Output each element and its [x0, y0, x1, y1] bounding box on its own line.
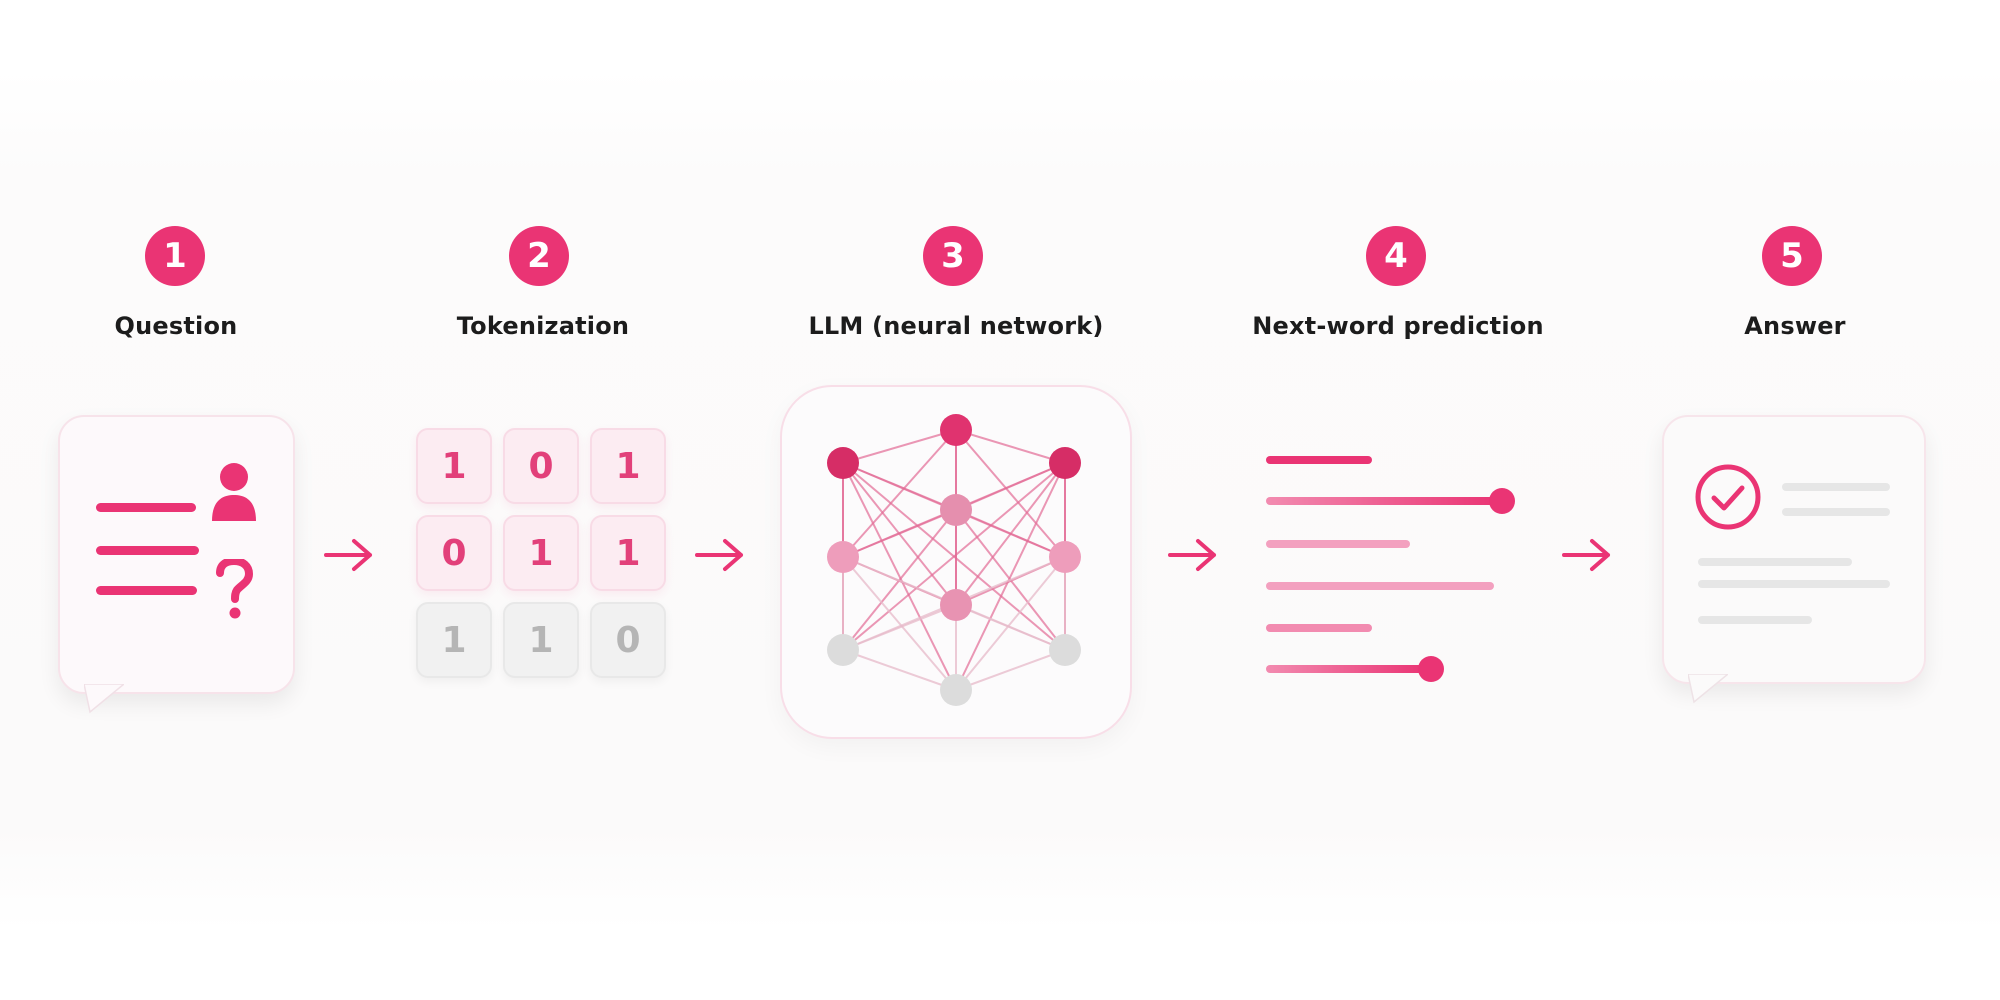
network-node [940, 589, 972, 621]
answer-line [1698, 616, 1812, 624]
network-node [1049, 634, 1081, 666]
bubble-tail [84, 684, 124, 714]
arrow-icon-4 [1562, 539, 1610, 571]
network-node [827, 447, 859, 479]
answer-line [1782, 483, 1890, 491]
network-connection [842, 462, 957, 691]
token-cell: 0 [416, 515, 492, 591]
user-icon [212, 463, 256, 521]
network-connection [955, 429, 1066, 558]
token-cell: 1 [503, 602, 579, 678]
prediction-bar [1266, 582, 1494, 590]
prediction-bars-icon [1266, 456, 1515, 682]
answer-line [1698, 580, 1890, 588]
network-connection [955, 509, 1066, 558]
arrow-icon-2 [695, 539, 743, 571]
text-line-2 [96, 546, 199, 555]
token-cell: 1 [590, 428, 666, 504]
prediction-bar [1266, 497, 1498, 505]
answer-line [1782, 508, 1890, 516]
prediction-bar-knob [1489, 488, 1515, 514]
prediction-bar [1266, 540, 1410, 548]
network-connection [842, 429, 957, 464]
token-cell: 1 [416, 602, 492, 678]
network-node [1049, 447, 1081, 479]
token-cell: 1 [590, 515, 666, 591]
step-2-title: Tokenization [456, 312, 630, 340]
network-connection [955, 429, 1066, 464]
step-3-title: LLM (neural network) [808, 312, 1104, 340]
token-grid-icon: 1 0 1 0 1 1 1 1 0 [416, 428, 666, 678]
network-connection [955, 649, 1066, 691]
network-connection [842, 556, 957, 691]
network-node [940, 494, 972, 526]
question-mark-icon [216, 559, 254, 619]
token-cell: 1 [503, 515, 579, 591]
arrow-icon-1 [324, 539, 372, 571]
network-connection [842, 462, 1066, 651]
neural-network-icon [827, 414, 1081, 706]
prediction-bar [1266, 456, 1372, 464]
network-node [827, 541, 859, 573]
step-5-title: Answer [1744, 312, 1846, 340]
text-line-3 [96, 586, 197, 595]
network-node [940, 674, 972, 706]
check-circle-icon [1695, 464, 1761, 530]
network-node [940, 414, 972, 446]
network-connection [842, 429, 957, 558]
network-connection [842, 604, 957, 651]
question-bubble-icon [58, 415, 295, 694]
step-4-title: Next-word prediction [1252, 312, 1544, 340]
answer-check-icon [1662, 415, 1926, 684]
network-node [1049, 541, 1081, 573]
network-node [827, 634, 859, 666]
step-2-badge: 2 [509, 226, 569, 286]
network-connection [955, 556, 1066, 691]
network-connection [842, 649, 957, 691]
bubble-tail [1688, 674, 1728, 704]
token-cell: 0 [503, 428, 579, 504]
text-line-1 [96, 503, 196, 512]
token-cell: 0 [590, 602, 666, 678]
step-5-badge: 5 [1762, 226, 1822, 286]
step-1-badge: 1 [145, 226, 205, 286]
network-connection [955, 462, 1066, 691]
prediction-bar-knob [1418, 656, 1444, 682]
network-connection [842, 509, 957, 558]
answer-line [1698, 558, 1852, 566]
prediction-bar [1266, 665, 1426, 673]
step-3-badge: 3 [923, 226, 983, 286]
step-4-badge: 4 [1366, 226, 1426, 286]
step-1-title: Question [114, 312, 238, 340]
arrow-icon-3 [1168, 539, 1216, 571]
network-connection [955, 604, 1066, 651]
prediction-bar [1266, 624, 1372, 632]
token-cell: 1 [416, 428, 492, 504]
